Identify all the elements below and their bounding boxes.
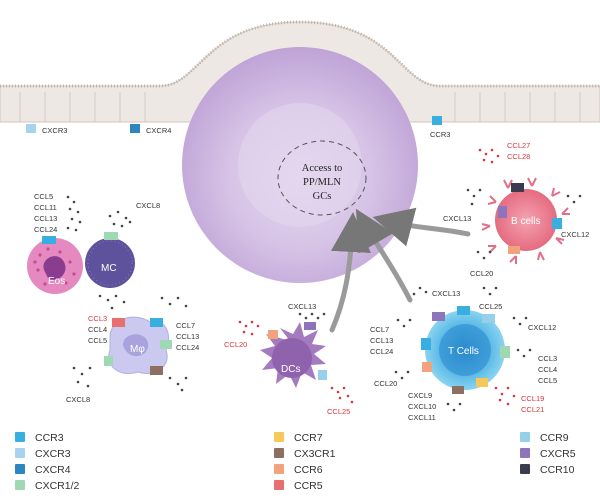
svg-text:CXCL13: CXCL13	[288, 302, 316, 311]
svg-text:CCL5: CCL5	[538, 376, 557, 385]
svg-text:CCR3: CCR3	[430, 130, 450, 139]
dendritic-cell-ligands: CXCL13 CCL20 CCL25	[224, 302, 354, 416]
svg-text:CCL13: CCL13	[370, 336, 393, 345]
svg-text:CXCL10: CXCL10	[408, 402, 436, 411]
svg-text:CCL5: CCL5	[34, 192, 53, 201]
svg-text:CXCL12: CXCL12	[528, 323, 556, 332]
svg-text:CXCR4: CXCR4	[146, 126, 171, 135]
legend-swatch	[15, 464, 25, 474]
dendritic-cell: DCs	[260, 322, 327, 388]
center-label-line-2: PP/MLN	[303, 177, 341, 188]
legend-item-ccr7: CCR7	[274, 432, 323, 446]
t-cell: T Cells	[421, 306, 510, 394]
legend-swatch	[274, 448, 284, 458]
legend-item-ccr3: CCR3	[15, 432, 64, 446]
macrophage-cell: Mφ	[104, 316, 172, 375]
svg-text:CCL3: CCL3	[88, 314, 107, 323]
epithelium-receptor-cxcr3: CXCR3	[26, 124, 67, 135]
epithelium-receptor-cxcr4: CXCR4	[130, 124, 171, 135]
svg-text:CXCR3: CXCR3	[42, 126, 67, 135]
b-cell: B cells	[481, 177, 570, 264]
receptor-legend: CCR3 CXCR3 CXCR4 CXCR1/2 CCR7 CX3CR1 CCR…	[0, 428, 600, 501]
svg-text:CCL4: CCL4	[88, 325, 107, 334]
center-label-line-3: GCs	[313, 191, 332, 202]
b-cell-ligands: CCL27 CCL28 CXCL13 CXCL12 CCL20	[443, 141, 589, 278]
legend-swatch	[520, 432, 530, 442]
arrow-bcell	[372, 207, 471, 247]
svg-text:CXCL9: CXCL9	[408, 391, 432, 400]
svg-text:CCL7: CCL7	[370, 325, 389, 334]
legend-item-cxcr3: CXCR3	[15, 448, 71, 462]
svg-text:B cells: B cells	[511, 216, 540, 227]
legend-swatch	[520, 464, 530, 474]
svg-text:CXCL8: CXCL8	[136, 201, 160, 210]
svg-text:CCL24: CCL24	[34, 225, 57, 234]
eosinophil-cell: Eos	[27, 236, 83, 294]
access-region-outline	[277, 140, 367, 216]
svg-text:CCL3: CCL3	[538, 354, 557, 363]
svg-text:Eos: Eos	[48, 276, 65, 287]
migration-arrows	[329, 207, 471, 333]
legend-item-ccr10: CCR10	[520, 464, 574, 478]
svg-text:CXCL11: CXCL11	[408, 413, 436, 422]
mast-cell: MC	[85, 232, 135, 288]
legend-swatch	[15, 432, 25, 442]
svg-text:MC: MC	[101, 263, 117, 274]
svg-text:CCL28: CCL28	[507, 152, 530, 161]
svg-text:CCL7: CCL7	[176, 321, 195, 330]
svg-text:CCL25: CCL25	[479, 302, 502, 311]
svg-text:Mφ: Mφ	[130, 344, 145, 355]
svg-text:CCL24: CCL24	[176, 343, 199, 352]
legend-swatch	[274, 464, 284, 474]
legend-item-cxcr5: CXCR5	[520, 448, 576, 462]
legend-swatch	[15, 480, 25, 490]
germinal-center-dome: Access to PP/MLN GCs	[182, 47, 418, 283]
svg-text:CXCL12: CXCL12	[561, 230, 589, 239]
legend-swatch	[274, 480, 284, 490]
legend-item-ccr5: CCR5	[274, 480, 323, 494]
legend-item-ccr6: CCR6	[274, 464, 323, 478]
legend-item-cx3cr1: CX3CR1	[274, 448, 335, 462]
svg-text:CCL4: CCL4	[538, 365, 557, 374]
svg-text:CCL20: CCL20	[374, 379, 397, 388]
legend-swatch	[15, 448, 25, 458]
svg-text:CCL13: CCL13	[34, 214, 57, 223]
macrophage-ligands: CCL3 CCL4 CCL5 CCL7 CCL13 CCL24 CXCL8	[66, 294, 199, 404]
svg-text:CCL13: CCL13	[176, 332, 199, 341]
svg-text:DCs: DCs	[281, 364, 300, 375]
svg-text:CXCL13: CXCL13	[443, 214, 471, 223]
svg-text:T Cells: T Cells	[448, 346, 479, 357]
svg-text:CCL21: CCL21	[521, 405, 544, 414]
svg-text:CCL19: CCL19	[521, 394, 544, 403]
svg-text:CCL27: CCL27	[507, 141, 530, 150]
center-label-line-1: Access to	[302, 163, 343, 174]
svg-text:CCL20: CCL20	[470, 269, 493, 278]
epithelium-receptor-ccr3: CCR3	[430, 116, 450, 139]
legend-item-cxcr4: CXCR4	[15, 464, 71, 478]
eosinophil-ligands: CCL5 CCL11 CCL13 CCL24	[34, 192, 82, 234]
legend-item-cxcr1-2: CXCR1/2	[15, 480, 79, 494]
svg-text:CCL11: CCL11	[34, 203, 57, 212]
mast-cell-ligands: CXCL8	[108, 201, 160, 228]
svg-text:CCL24: CCL24	[370, 347, 393, 356]
arrow-dc	[329, 212, 371, 333]
arrow-tcell	[355, 208, 413, 303]
svg-text:CXCL13: CXCL13	[432, 289, 460, 298]
svg-text:CXCL8: CXCL8	[66, 395, 90, 404]
svg-text:CCL20: CCL20	[224, 340, 247, 349]
svg-text:CCL25: CCL25	[327, 407, 350, 416]
t-cell-ligands: CXCL13 CCL25 CCL7 CCL13 CCL24 CXCL12 CCL…	[370, 286, 557, 422]
svg-text:CCL5: CCL5	[88, 336, 107, 345]
legend-swatch	[274, 432, 284, 442]
legend-swatch	[520, 448, 530, 458]
legend-item-ccr9: CCR9	[520, 432, 569, 446]
